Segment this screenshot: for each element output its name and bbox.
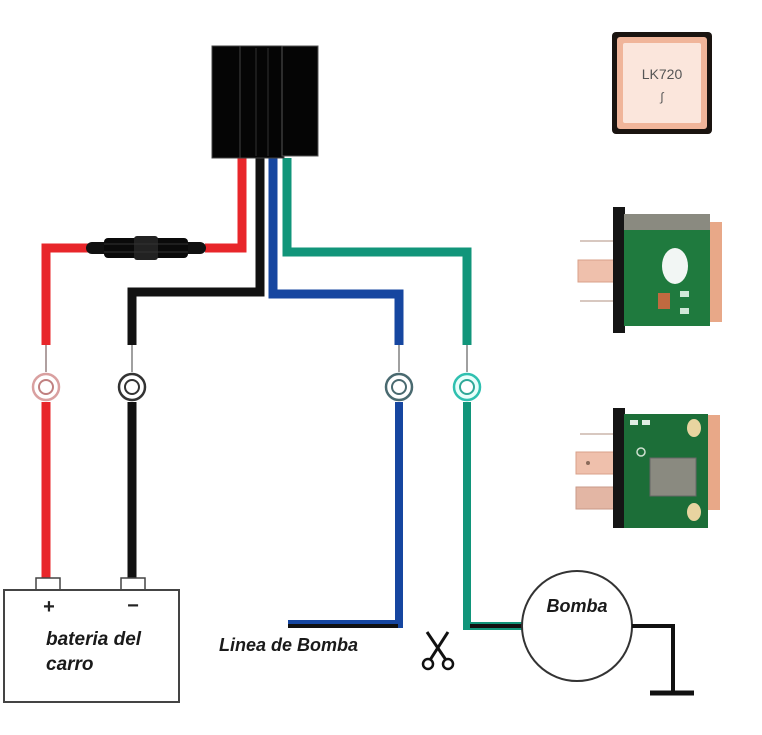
relay-pcb-photo [575, 408, 720, 528]
gps-chip-mark: ∫ [659, 90, 664, 104]
pump-label: Bomba [546, 596, 607, 616]
battery-plus-label: + [43, 596, 55, 618]
relay-side-photo [577, 207, 722, 333]
battery-minus-label: − [127, 595, 139, 617]
black-wire [127, 158, 265, 582]
battery-positive-terminal [35, 577, 61, 591]
battery-label-line2: carro [46, 654, 94, 675]
gps-antenna-photo: LK720 ∫ [612, 32, 712, 134]
battery-label-line1: bateria del [46, 629, 142, 650]
gps-chip-label: LK720 [642, 66, 683, 82]
ring-terminal-green [452, 372, 482, 402]
ring-terminal-black [117, 372, 147, 402]
fuse [86, 236, 206, 260]
relay-module [211, 45, 319, 159]
battery-negative-terminal [120, 577, 146, 591]
scissors-cut-icon [421, 631, 455, 671]
blue-wire [268, 158, 404, 628]
red-wire [41, 158, 247, 582]
ring-terminal-red [31, 372, 61, 402]
green-wire [282, 158, 522, 630]
battery: + − bateria del carro [3, 577, 180, 703]
pump-line-label: Linea de Bomba [219, 635, 358, 655]
pump: Bomba [521, 570, 694, 696]
ring-terminal-blue [384, 372, 414, 402]
